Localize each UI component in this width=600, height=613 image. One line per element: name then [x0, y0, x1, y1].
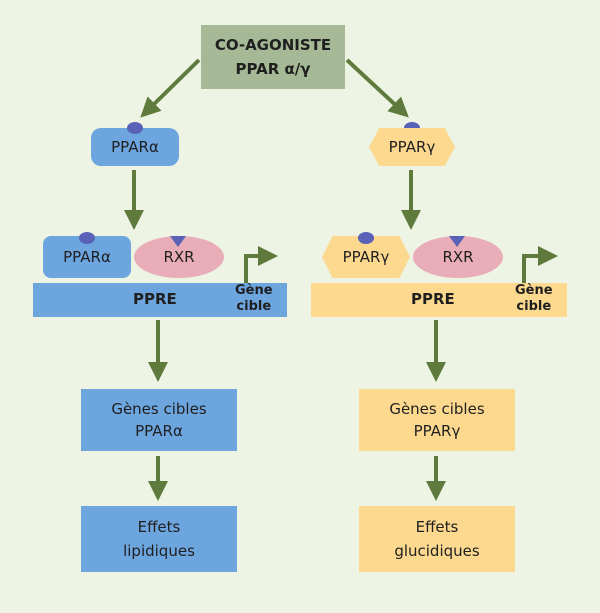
ppre-bar-right: PPRE Gène cible	[311, 283, 567, 317]
ppre-bar-left: PPRE Gène cible	[33, 283, 287, 317]
rxr-left-label: RXR	[163, 248, 195, 266]
ppre-left-label: PPRE	[133, 290, 177, 308]
ppre-right-label: PPRE	[411, 290, 455, 308]
target-genes-gamma-line2: PPARγ	[413, 422, 461, 440]
ppar-gamma-receptor: PPARγ	[369, 128, 455, 166]
glucid-effects-line1: Effets	[415, 518, 459, 536]
transcription-arrow-right	[522, 246, 558, 283]
transcription-arrow-left	[244, 246, 278, 283]
arrow-top-left	[140, 58, 201, 118]
target-genes-alpha-line1: Gènes cibles	[111, 400, 207, 418]
glucid-effects-line2: glucidiques	[394, 542, 480, 560]
glucid-effects-box: Effets glucidiques	[359, 506, 515, 572]
co-agonist-box: CO-AGONISTE PPAR α/γ	[201, 25, 345, 89]
rxr-left: RXR	[134, 236, 224, 278]
target-gene-right: Gène cible	[515, 283, 553, 315]
rxr-right-label: RXR	[442, 248, 474, 266]
co-agonist-label: CO-AGONISTE	[214, 36, 332, 54]
target-gene-left: Gène cible	[235, 283, 273, 315]
target-gene-left-line2: cible	[236, 299, 272, 314]
ppar-alpha-label: PPARα	[111, 138, 159, 156]
target-genes-alpha-box: Gènes cibles PPARα	[81, 389, 237, 451]
target-gene-left-line1: Gène	[235, 283, 273, 298]
target-genes-alpha-line2: PPARα	[135, 422, 183, 440]
ppar-gamma-bound-label: PPARγ	[342, 248, 390, 266]
arrow-top-right	[345, 58, 409, 118]
lipid-effects-line2: lipidiques	[123, 542, 195, 560]
ppar-alpha-bound: PPARα	[43, 236, 131, 278]
lipid-effects-line1: Effets	[137, 518, 181, 536]
lipid-effects-box: Effets lipidiques	[81, 506, 237, 572]
co-agonist-target-label: PPAR α/γ	[235, 60, 311, 78]
target-genes-gamma-line1: Gènes cibles	[389, 400, 485, 418]
rxr-right: RXR	[413, 236, 503, 278]
target-gene-right-line2: cible	[516, 299, 552, 314]
ppar-gamma-bound: PPARγ	[322, 236, 410, 278]
ppar-alpha-receptor: PPARα	[91, 128, 179, 166]
ppar-gamma-label: PPARγ	[388, 138, 436, 156]
ppar-alpha-bound-label: PPARα	[63, 248, 111, 266]
target-genes-gamma-box: Gènes cibles PPARγ	[359, 389, 515, 451]
target-gene-right-line1: Gène	[515, 283, 553, 298]
